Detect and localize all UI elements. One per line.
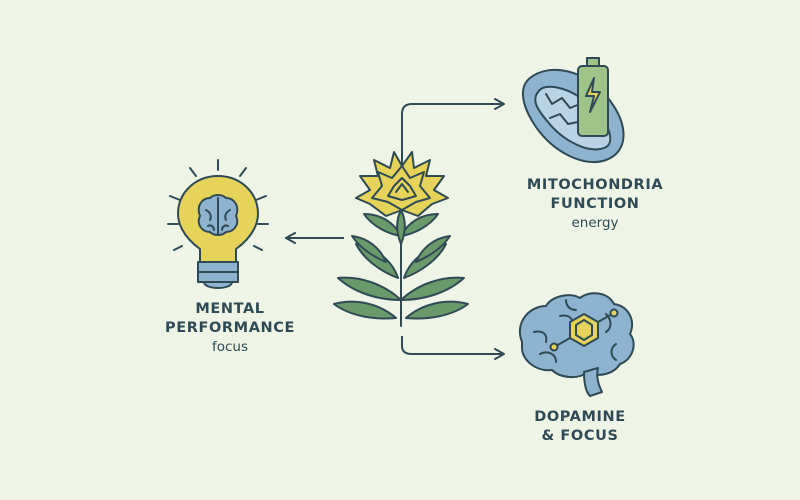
battery-icon: [577, 57, 609, 137]
mental-title-line2: PERFORMANCE: [164, 320, 296, 336]
dopamine-focus-label: DOPAMINE & FOCUS: [480, 408, 680, 446]
mitochondria-function-label: MITOCHONDRIA FUNCTION energy: [480, 176, 710, 232]
dopamine-title-line2: & FOCUS: [541, 428, 619, 444]
mental-performance-label: MENTAL PERFORMANCE focus: [140, 300, 320, 356]
lightbulb-brain-icon: [167, 159, 269, 289]
mito-title-line2: FUNCTION: [550, 196, 640, 212]
mental-title-line1: MENTAL: [195, 301, 265, 317]
mental-subtitle: focus: [211, 339, 249, 355]
dopamine-title-line1: DOPAMINE: [534, 409, 626, 425]
mito-subtitle: energy: [571, 215, 619, 231]
plant-icon: [333, 151, 469, 327]
arrow-to-dopamine: [401, 336, 505, 360]
mito-title-line1: MITOCHONDRIA: [526, 177, 664, 193]
arrow-to-mitochondria: [401, 98, 505, 172]
brain-molecule-icon: [519, 292, 635, 397]
